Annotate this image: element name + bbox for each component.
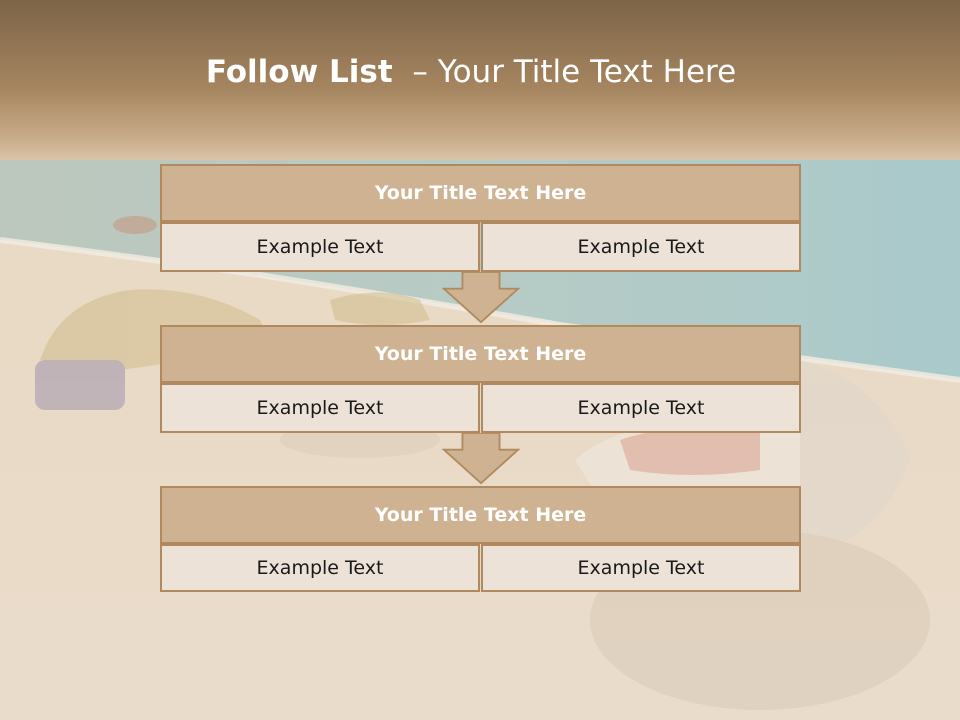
block-3-left-cell: Example Text (160, 544, 480, 592)
slide-title-bold: Follow List (205, 54, 393, 90)
slide-title-rest: – Your Title Text Here (412, 54, 737, 90)
block-3-title: Your Title Text Here (160, 486, 801, 544)
block-1-right-cell: Example Text (481, 222, 801, 272)
block-2-right-cell: Example Text (481, 383, 801, 433)
down-arrow-icon (441, 433, 521, 485)
block-3-right-cell: Example Text (481, 544, 801, 592)
down-arrow-icon (441, 272, 521, 324)
block-1-title: Your Title Text Here (160, 164, 801, 222)
slide-title: Follow List – Your Title Text Here (0, 54, 942, 90)
block-1-left-cell: Example Text (160, 222, 480, 272)
block-2-left-cell: Example Text (160, 383, 480, 433)
block-2-title: Your Title Text Here (160, 325, 801, 383)
